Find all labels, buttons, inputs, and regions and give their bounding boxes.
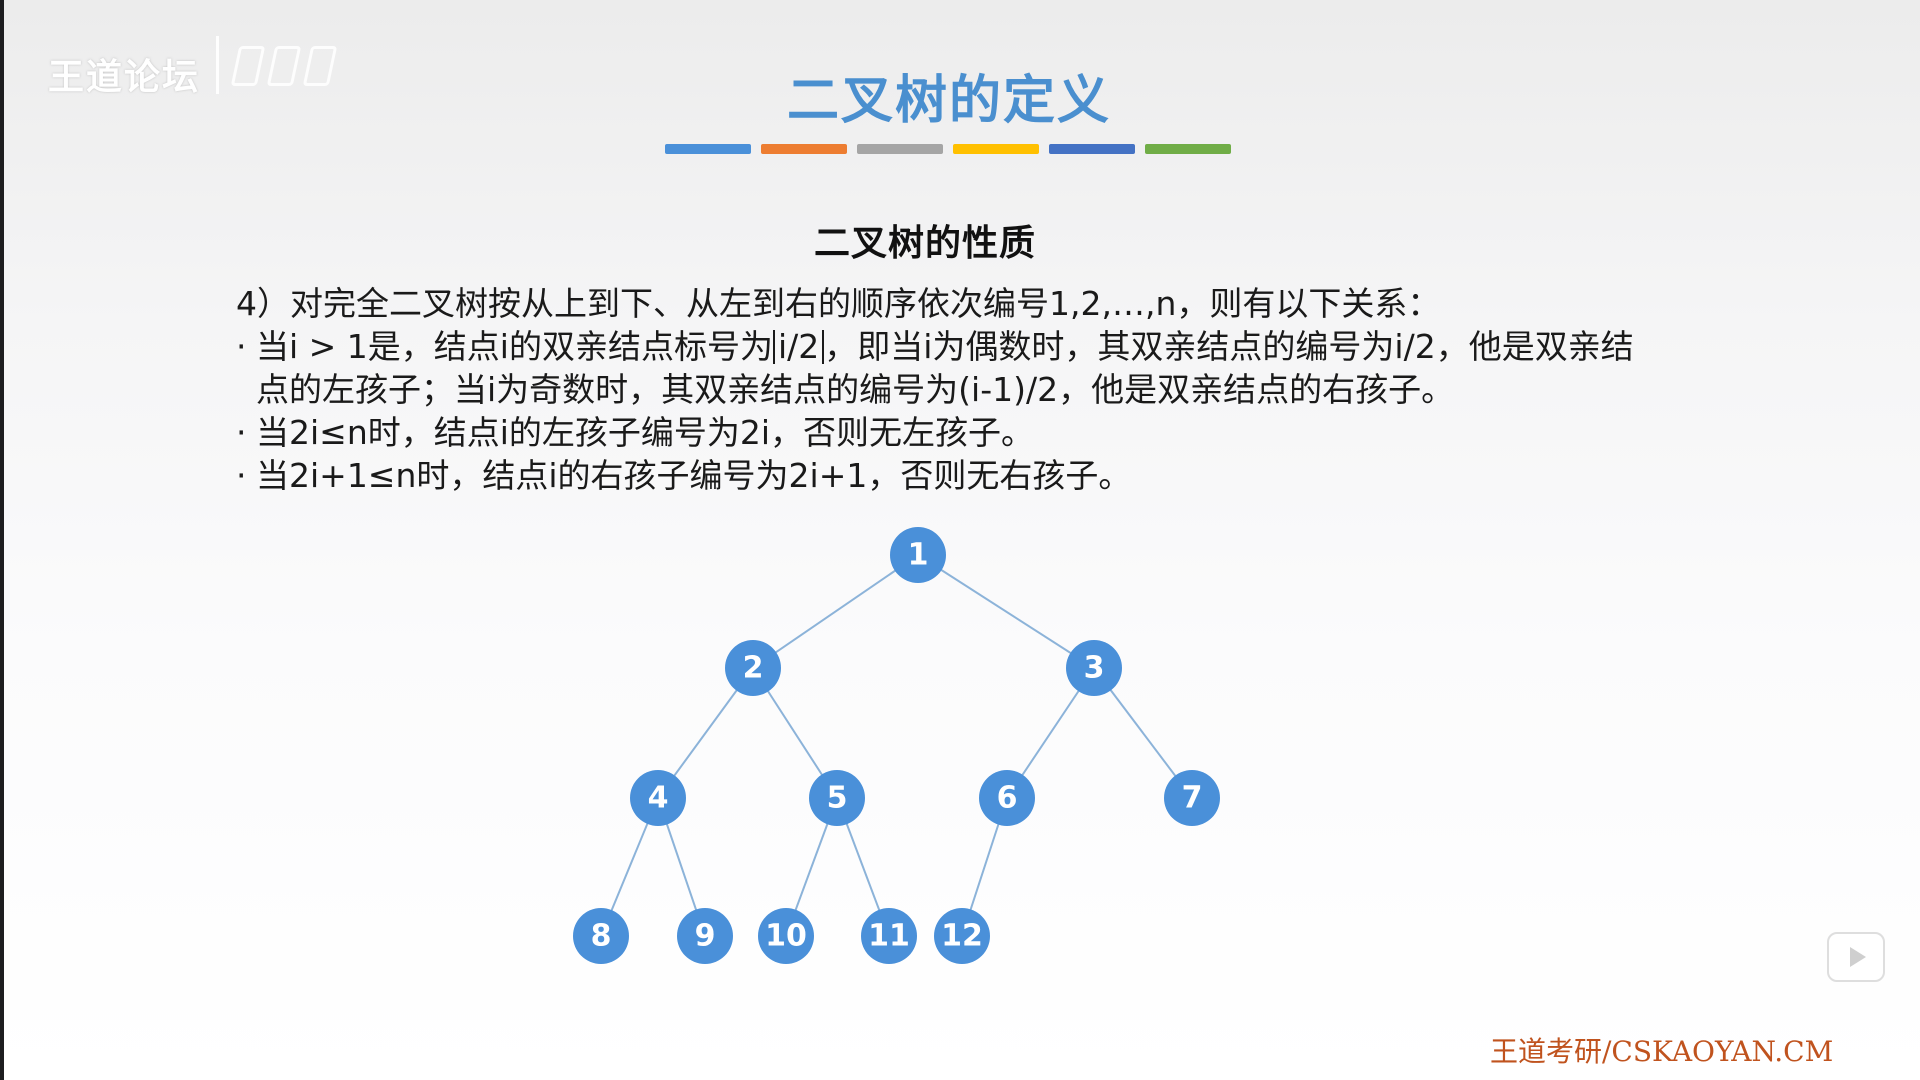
tree-node-circle [573,908,629,964]
property-intro-line: 4）对完全二叉树按从上到下、从左到右的顺序依次编号1,2,…,n，则有以下关系： [236,284,1441,323]
tree-node-label: 10 [765,919,807,954]
tree-node-6: 6 [979,770,1035,826]
watermark-logo: 王道论坛 [48,57,201,98]
tree-node-label: 4 [648,781,669,816]
tree-node-7: 7 [1164,770,1220,826]
tree-node-label: 9 [695,919,716,954]
slide-title: 二叉树的定义 [786,71,1111,131]
tree-node-circle [1164,770,1220,826]
left-child-rule-text: 当2i≤n时，结点i的左孩子编号为2i，否则无左孩子。 [256,413,1035,452]
color-bar-segment-5 [1049,144,1135,154]
tree-node-label: 8 [591,919,612,954]
tree-node-11: 11 [861,908,917,964]
tree-node-9: 9 [677,908,733,964]
parent-rule-text-cont: ，即当i为偶数时，其双亲结点的编号为i/2，他是双亲结 [824,327,1634,366]
color-bar-segment-1 [665,144,751,154]
tree-node-3: 3 [1066,640,1122,696]
tree-node-label: 1 [908,538,929,573]
property-line-left-child: ·当2i≤n时，结点i的左孩子编号为2i，否则无左孩子。 [236,411,1756,454]
tree-node-label: 2 [743,651,764,686]
tree-node-circle [890,527,946,583]
tree-node-circle [809,770,865,826]
tree-node-circle [677,908,733,964]
tree-node-circle [979,770,1035,826]
tree-node-circle [861,908,917,964]
right-child-rule-text: 当2i+1≤n时，结点i的右孩子编号为2i+1，否则无右孩子。 [256,456,1132,495]
color-bar-segment-4 [953,144,1039,154]
section-subtitle: 二叉树的性质 [813,223,1036,264]
tree-node-label: 5 [827,781,848,816]
tree-node-circle [758,908,814,964]
tree-node-circle [725,640,781,696]
tree-node-2: 2 [725,640,781,696]
tree-node-10: 10 [758,908,814,964]
color-bar-segment-3 [857,144,943,154]
tree-node-label: 12 [941,919,983,954]
play-icon [1850,947,1866,967]
window-left-edge [0,0,4,1080]
floor-expression: i/2 [772,330,825,364]
tree-node-12: 12 [934,908,990,964]
tree-node-label: 6 [997,781,1018,816]
tree-node-label: 7 [1182,781,1203,816]
tree-node-circle [934,908,990,964]
tree-node-label: 3 [1084,651,1105,686]
color-bar-segment-6 [1145,144,1231,154]
tree-node-4: 4 [630,770,686,826]
title-color-bar [665,144,1231,154]
bullet: · [236,327,247,366]
tree-node-circle [1066,640,1122,696]
tree-node-5: 5 [809,770,865,826]
property-line-parent-cont: 点的左孩子；当i为奇数时，其双亲结点的编号为(i-1)/2，他是双亲结点的右孩子… [256,370,1455,409]
bullet: · [236,456,247,495]
play-button[interactable] [1827,932,1885,982]
footer-watermark: 王道考研/CSKAOYAN.CM [1490,1035,1834,1068]
tree-node-8: 8 [573,908,629,964]
tree-node-label: 11 [868,919,910,954]
color-bar-segment-2 [761,144,847,154]
tree-node-circle [630,770,686,826]
tree-edge-1-3 [917,554,1095,669]
property-line-right-child: ·当2i+1≤n时，结点i的右孩子编号为2i+1，否则无右孩子。 [236,454,1756,497]
parent-rule-text: 当i > 1是，结点i的双亲结点标号为 [256,327,773,366]
watermark-signature-mark [216,36,361,94]
property-text: 4）对完全二叉树按从上到下、从左到右的顺序依次编号1,2,…,n，则有以下关系：… [236,282,1756,497]
tree-node-1: 1 [890,527,946,583]
tree-edge-1-2 [752,554,919,669]
bullet: · [236,413,247,452]
